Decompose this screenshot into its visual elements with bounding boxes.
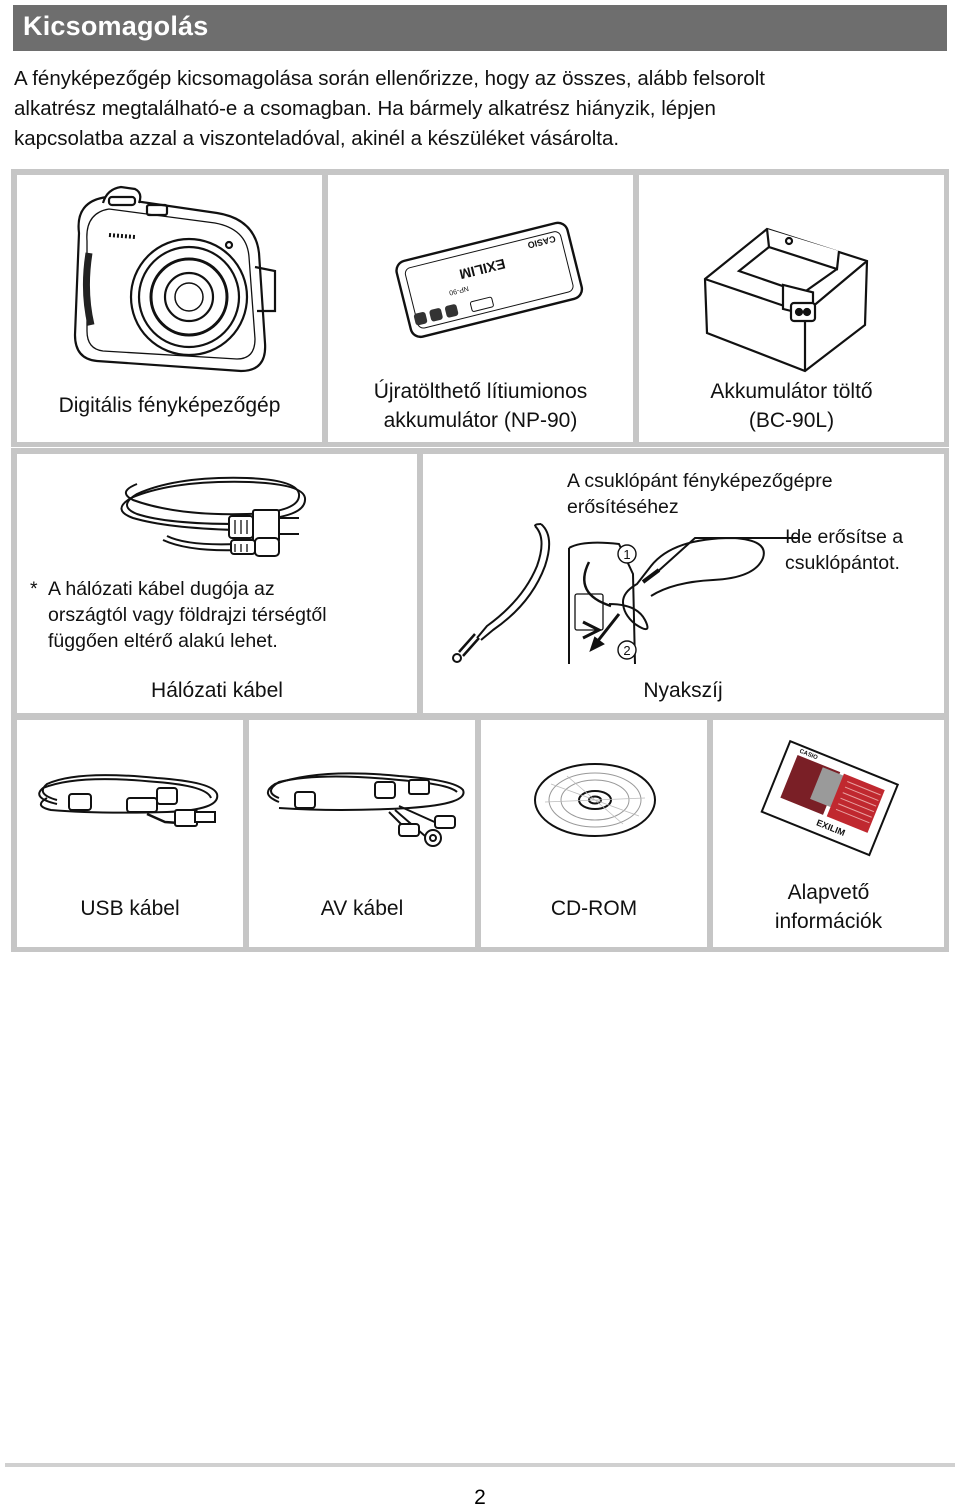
battery-label-line-1: Újratölthető lítiumionos [373,380,588,403]
item-camera: Digitális fényképezőgép [17,175,322,442]
charger-label-line-2: (BC-90L) [748,409,835,432]
note-line-1: A hálózati kábel dugója az [48,578,275,600]
battery-label-line-2: akkumulátor (NP-90) [383,409,578,432]
basic-info-label-line-1: Alapvető [787,881,870,904]
battery-icon: EXILIM CASIO NP-90 [395,221,584,339]
note-line-3: függően eltérő alakú lehet. [48,630,278,652]
item-basic-info: EXILIM CASIO Alapvető információk [713,720,944,947]
section-title: Kicsomagolás [23,11,209,41]
av-cable-label: AV kábel [320,897,404,920]
intro-line-2: alkatrész megtalálható-e a csomagban. Ha… [14,97,716,120]
strap-caption-line-2: erősítéséhez [567,496,679,518]
step-2-marker: 2 [623,643,630,658]
cd-rom-label: CD-ROM [550,897,638,920]
page-number: 2 [474,1486,486,1509]
intro-paragraph: A fényképezőgép kicsomagolása során elle… [14,64,944,154]
step-1-marker: 1 [623,547,630,562]
charger-label-line-1: Akkumulátor töltő [710,380,873,403]
camera-label: Digitális fényképezőgép [58,394,281,417]
battery-model-print: NP-90 [448,284,469,296]
item-usb-cable: USB kábel [17,720,243,947]
item-charger: Akkumulátor töltő (BC-90L) [639,175,944,442]
strap-caption: A csuklópánt fényképezőgépre erősítéséhe… [567,468,927,520]
intro-line-1: A fényképezőgép kicsomagolása során elle… [14,67,765,90]
footer-rule [5,1463,955,1467]
charger-label: Akkumulátor töltő (BC-90L) [639,377,944,435]
item-av-cable: AV kábel [249,720,475,947]
item-battery: EXILIM CASIO NP-90 Újratölthető lítiumio… [328,175,633,442]
usb-cable-icon [38,774,219,827]
power-cord-label: Hálózati kábel [151,679,283,702]
strap-callout-line-2: csuklópántot. [785,552,900,574]
strap-callout-line-1: Ide erősítse a [785,526,904,548]
digital-camera-icon [73,185,277,373]
usb-cable-label: USB kábel [80,897,180,920]
item-cd-rom: CD-ROM [481,720,707,947]
booklet-icon: EXILIM CASIO [760,739,900,857]
note-line-2: országtól vagy földrajzi térségtől [48,604,327,626]
power-cord-icon [120,476,307,557]
intro-line-3: kapcsolatba azzal a viszonteladóval, aki… [14,127,620,150]
av-cable-icon [267,772,465,847]
section-header: Kicsomagolás [13,5,947,51]
charger-icon [703,227,869,373]
strap-caption-line-1: A csuklópánt fényképezőgépre [567,470,833,492]
note-asterisk: * [30,578,38,600]
power-cord-note: * A hálózati kábel dugója az országtól v… [30,576,417,654]
battery-label: Újratölthető lítiumionos akkumulátor (NP… [328,377,633,435]
basic-info-label: Alapvető információk [713,878,944,936]
item-neck-strap: 1 2 A csuklópánt fényképezőgépre erősíté… [423,454,944,713]
strap-callout: Ide erősítse a csuklópántot. [785,524,940,576]
cd-rom-icon [534,763,656,837]
basic-info-label-line-2: információk [774,910,883,933]
item-power-cord: * A hálózati kábel dugója az országtól v… [17,454,417,713]
neck-strap-icon: 1 2 [452,523,799,665]
neck-strap-label: Nyakszíj [643,679,723,702]
